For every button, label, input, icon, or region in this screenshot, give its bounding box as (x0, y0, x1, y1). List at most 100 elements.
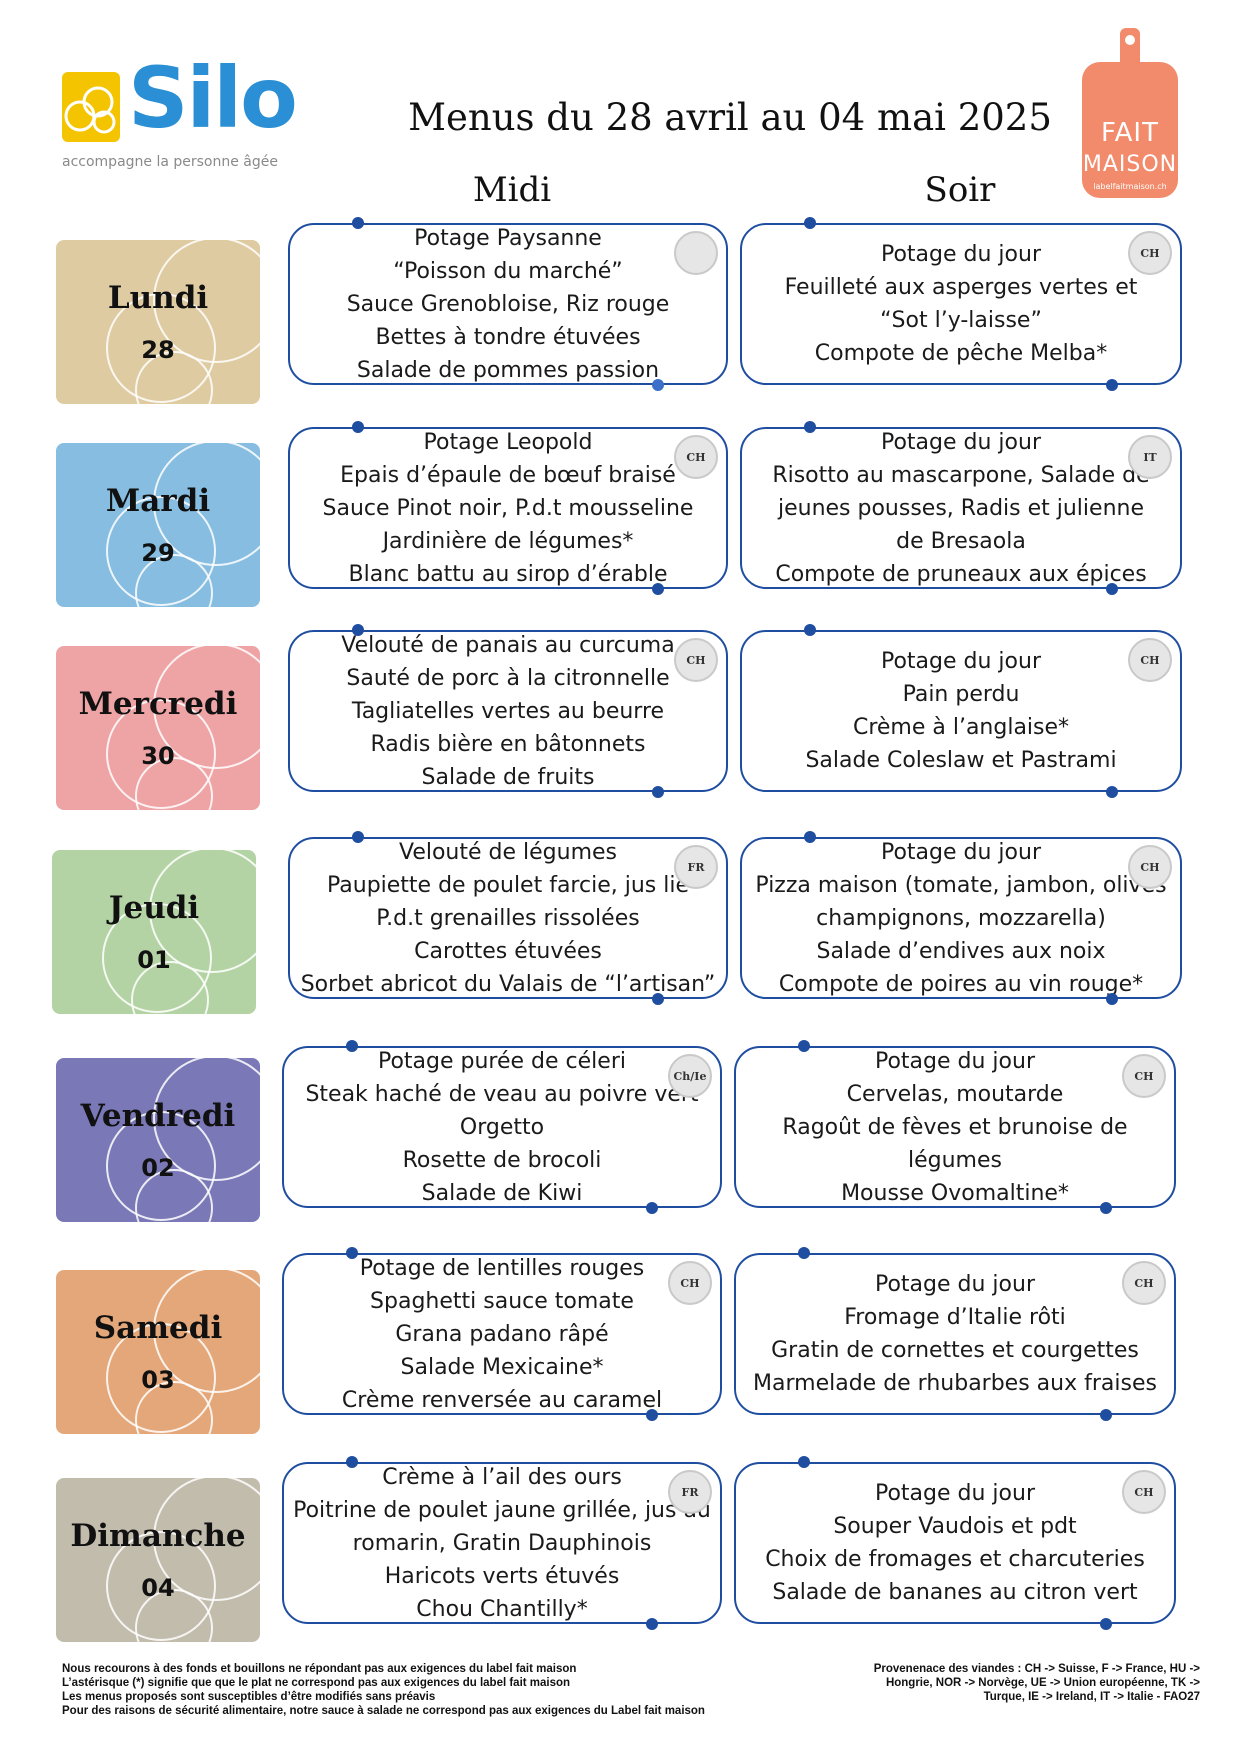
origin-badge: CH (1122, 1470, 1166, 1514)
footer-notes: Nous recourons à des fonds et bouillons … (62, 1662, 822, 1718)
day-number: 03 (141, 1366, 175, 1394)
connector-dot (646, 1409, 658, 1421)
connector-dot (804, 421, 816, 433)
menu-line: Potage de lentilles rouges (359, 1255, 645, 1281)
day-number: 29 (141, 539, 175, 567)
menu-line: Velouté de légumes (398, 839, 618, 865)
connector-dot (346, 1247, 358, 1259)
origin-badge: CH (668, 1261, 712, 1305)
menu-line: “Sot l’y-laisse” (880, 308, 1042, 333)
connector-dot (1100, 1202, 1112, 1214)
connector-dot (804, 831, 816, 843)
connector-dot (804, 624, 816, 636)
connector-dot (346, 1040, 358, 1052)
menu-line: Paupiette de poulet farcie, jus lié (326, 872, 689, 898)
menu-line: Salade de bananes au citron vert (772, 1580, 1138, 1605)
decorative-circles-icon (106, 646, 260, 810)
menu-box-midi: Potage Paysanne“Poisson du marché”Sauce … (288, 217, 728, 391)
footer-origin-line: Hongrie, NOR -> Norvège, UE -> Union eur… (885, 1677, 1200, 1689)
menu-line: Tagliatelles vertes au beurre (351, 698, 665, 724)
menu-line: Pain perdu (902, 682, 1020, 707)
menu-line: “Poisson du marché” (393, 258, 623, 284)
menu-line: Potage du jour (880, 649, 1041, 674)
menu-line: Sauté de porc à la citronnelle (346, 665, 670, 691)
menu-line: Choix de fromages et charcuteries (765, 1547, 1145, 1572)
menu-line: Souper Vaudois et pdt (833, 1514, 1077, 1539)
connector-dot (1106, 993, 1118, 1005)
connector-dot (352, 421, 364, 433)
menu-line: Poitrine de poulet jaune grillée, jus au (293, 1497, 711, 1523)
footer-meat-origin: Provenenace des viandes : CH -> Suisse, … (770, 1662, 1200, 1704)
menu-line: Salade d’endives aux noix (816, 938, 1106, 964)
day-name: Mercredi (78, 686, 238, 722)
origin-badge: CH (1128, 845, 1172, 889)
menu-line: Potage purée de céleri (377, 1048, 626, 1074)
menu-line: Potage du jour (874, 1481, 1035, 1506)
footer-note: L’astérisque (*) signifie que que le pla… (62, 1677, 571, 1689)
menu-line: Jardinière de légumes* (382, 528, 634, 554)
menu-line: Potage Paysanne (414, 225, 602, 251)
decorative-circles-icon (106, 1058, 260, 1222)
menu-line: Marmelade de rhubarbes aux fraises (753, 1371, 1157, 1396)
column-header-soir: Soir (924, 170, 996, 210)
footer-origin-line: Provenenace des viandes : CH -> Suisse, … (873, 1663, 1200, 1675)
decorative-circles-icon (102, 850, 256, 1014)
menu-line: Crème renversée au caramel (341, 1387, 663, 1413)
menu-line: jeunes pousses, Radis et julienne (777, 495, 1144, 521)
menu-line: Salade de fruits (421, 764, 595, 790)
day-number: 02 (141, 1154, 175, 1182)
day-name: Vendredi (80, 1098, 236, 1134)
day-name: Lundi (107, 280, 209, 316)
menu-line: de Bresaola (896, 528, 1026, 554)
logo-wordmark: Silo (128, 49, 298, 147)
connector-dot (646, 1202, 658, 1214)
origin-badge: CH (674, 638, 718, 682)
menu-line: Blanc battu au sirop d’érable (348, 561, 668, 587)
day-number: 04 (141, 1574, 175, 1602)
badge-url: labelfaitmaison.ch (1093, 182, 1167, 191)
connector-dot (798, 1247, 810, 1259)
decorative-circles-icon (106, 1270, 260, 1434)
logo-tagline: accompagne la personne âgée (62, 154, 279, 170)
origin-badge (674, 231, 718, 275)
day-name: Dimanche (70, 1518, 246, 1554)
menu-line: Grana padano râpé (395, 1321, 609, 1347)
origin-badge: FR (674, 845, 718, 889)
menu-line: champignons, mozzarella) (816, 905, 1106, 931)
day-number: 30 (141, 742, 175, 770)
day-tile-2: Mercredi 30 (56, 646, 260, 810)
menu-line: Salade Mexicaine* (400, 1354, 604, 1380)
day-number: 28 (141, 336, 175, 364)
connector-dot (652, 583, 664, 595)
menu-line: Salade Coleslaw et Pastrami (805, 748, 1117, 773)
menu-line: Potage du jour (874, 1272, 1035, 1297)
connector-dot (1100, 1618, 1112, 1630)
origin-badge: CH (674, 435, 718, 479)
footer-note: Les menus proposés sont susceptibles d’ê… (62, 1691, 436, 1703)
menu-line: P.d.t grenailles rissolées (376, 905, 640, 931)
origin-badge: CH (1128, 638, 1172, 682)
day-name: Mardi (105, 483, 211, 519)
fait-maison-badge: FAIT MAISON labelfaitmaison.ch (1082, 28, 1178, 198)
origin-badge: CH (1122, 1261, 1166, 1305)
menu-line: Salade de Kiwi (421, 1180, 583, 1206)
footer-origin-line: Turque, IE -> Ireland, IT -> Italie - FA… (983, 1691, 1200, 1703)
menu-line: Compote de poires au vin rouge* (778, 971, 1144, 997)
menu-line: Sauce Pinot noir, P.d.t mousseline (322, 495, 694, 521)
menu-line: Potage du jour (880, 429, 1041, 455)
connector-dot (352, 831, 364, 843)
badge-line-2: MAISON (1082, 152, 1178, 177)
menu-line: Haricots verts étuvés (384, 1563, 620, 1589)
